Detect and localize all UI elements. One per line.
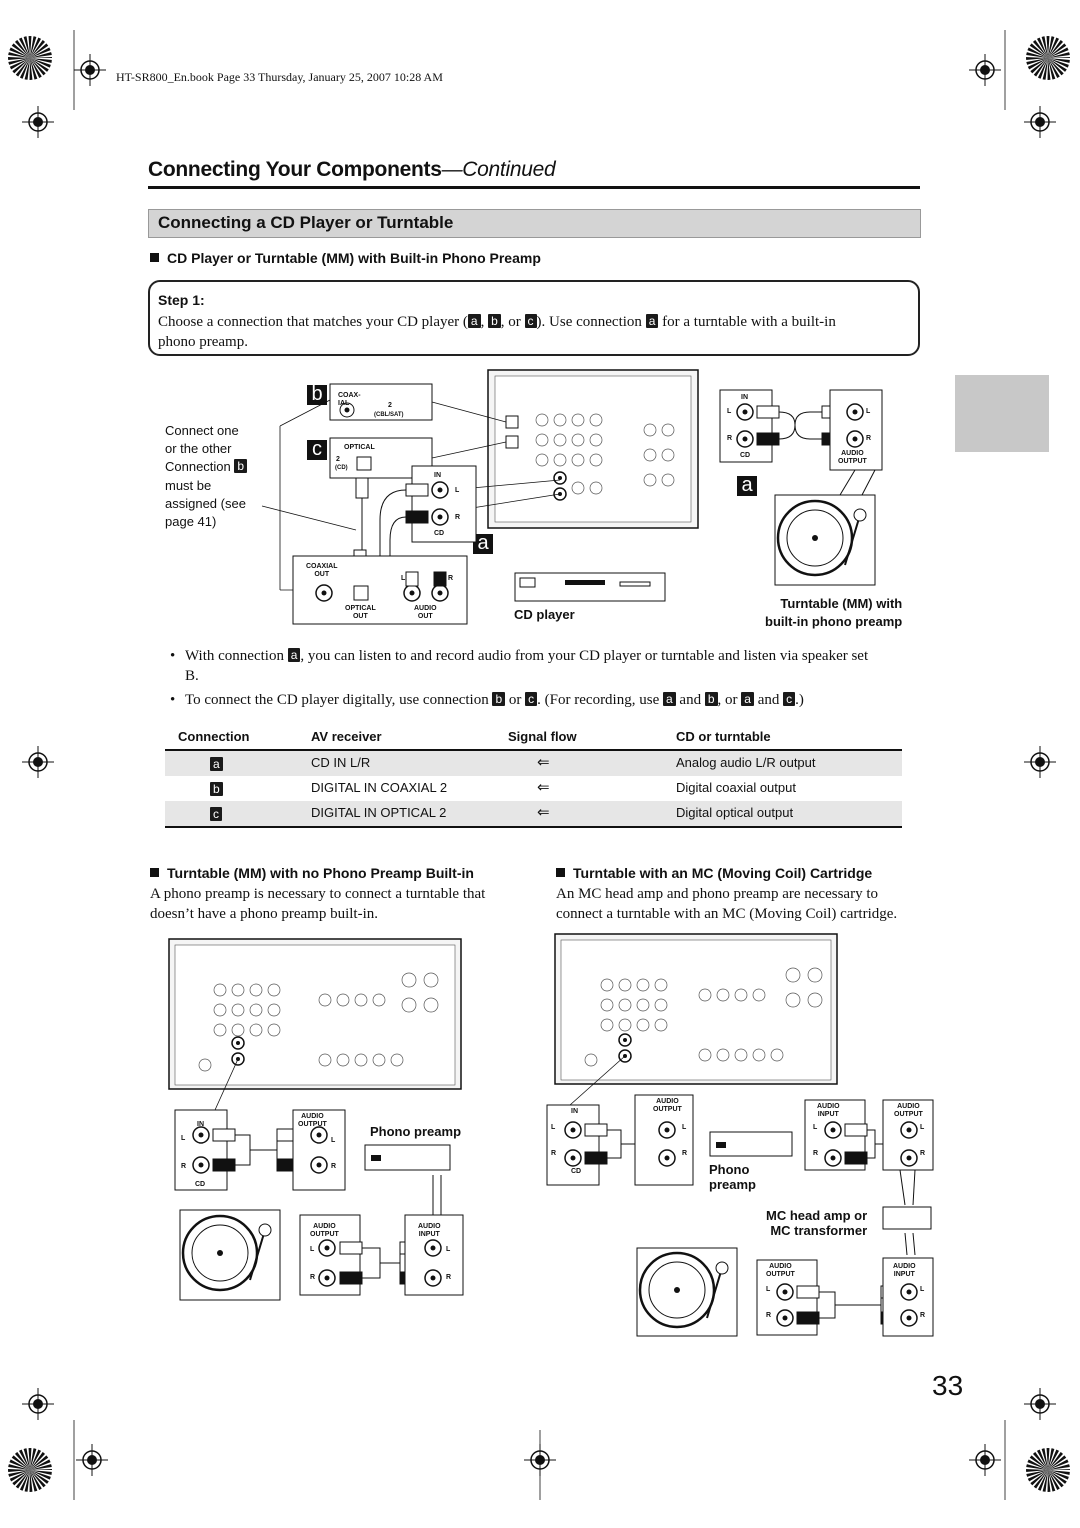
receiver-in-label: IN bbox=[741, 394, 748, 401]
connection-table: Connection AV receiver Signal flow CD or… bbox=[165, 729, 902, 828]
mc-head-amp-label: MC head amp or MC transformer bbox=[766, 1208, 868, 1238]
table-header: Connection AV receiver Signal flow CD or… bbox=[165, 729, 902, 749]
mc-text: An MC head amp and phono preamp are nece… bbox=[556, 886, 898, 922]
section-title: Connecting a CD Player or Turntable bbox=[158, 213, 454, 232]
optical-input-number: 2 bbox=[336, 456, 340, 463]
receiver-in-l: L bbox=[727, 408, 732, 415]
cd-in-r: R bbox=[455, 514, 461, 521]
right-preamp-l: L bbox=[682, 1124, 687, 1131]
left-preamp-l: L bbox=[331, 1137, 336, 1144]
left-in-label: IN bbox=[197, 1121, 204, 1128]
chapter-title: Connecting Your Components—Continued bbox=[148, 158, 556, 181]
right-phono-preamp-label: Phono preamp bbox=[709, 1162, 756, 1192]
label-c: c bbox=[307, 439, 327, 460]
mc-turntable-l: L bbox=[766, 1286, 771, 1293]
cd-in-label: IN bbox=[434, 472, 441, 479]
mc-input-r: R bbox=[920, 1312, 926, 1319]
header-connection: Connection bbox=[178, 729, 250, 744]
left-turntable-r: R bbox=[310, 1274, 316, 1281]
left-turntable-l: L bbox=[310, 1246, 315, 1253]
no-preamp-text: A phono preamp is necessary to connect a… bbox=[150, 886, 486, 922]
bullet-1: • With connection a, you can listen to a… bbox=[170, 648, 869, 684]
subsection-heading-mc: Turntable with an MC (Moving Coil) Cartr… bbox=[556, 865, 872, 881]
audio-out-l: L bbox=[401, 575, 406, 582]
left-preamp-input-l: L bbox=[446, 1246, 451, 1253]
right-preamp-audio-output: AUDIO OUTPUT bbox=[653, 1098, 682, 1113]
left-turntable-audio-output: AUDIO OUTPUT bbox=[310, 1223, 339, 1238]
step-box: Step 1: Choose a connection that matches… bbox=[148, 280, 920, 356]
book-info: HT-SR800_En.book Page 33 Thursday, Janua… bbox=[116, 70, 443, 84]
coaxial-out-label: COAXIAL OUT bbox=[306, 563, 338, 578]
subsection-heading-no-preamp: Turntable (MM) with no Phono Preamp Buil… bbox=[150, 865, 474, 881]
right-in-r: R bbox=[551, 1150, 557, 1157]
right-in-label: IN bbox=[571, 1108, 578, 1115]
step-label: Step 1: bbox=[158, 292, 205, 308]
turntable-out-l: L bbox=[866, 408, 871, 415]
left-preamp-input-r: R bbox=[446, 1274, 452, 1281]
bullet-2: • To connect the CD player digitally, us… bbox=[170, 692, 804, 708]
phono-preamp-diagram bbox=[168, 938, 464, 1301]
cd-in-cd-label: CD bbox=[434, 530, 445, 537]
cd-player-label: CD player bbox=[514, 607, 575, 622]
turntable-out-r: R bbox=[866, 435, 872, 442]
right-in-l: L bbox=[551, 1124, 556, 1131]
header-rule bbox=[148, 186, 920, 189]
left-preamp-r: R bbox=[331, 1163, 337, 1170]
mc-input-l: L bbox=[920, 1286, 925, 1293]
right-preamp-audio-input: AUDIO INPUT bbox=[817, 1103, 840, 1118]
coaxial-input-label: COAX- IAL bbox=[338, 392, 361, 407]
coaxial-input-number: 2 bbox=[388, 402, 392, 409]
cd-in-l: L bbox=[455, 487, 460, 494]
side-tab bbox=[955, 375, 1049, 452]
left-preamp-audio-output: AUDIO OUTPUT bbox=[298, 1113, 327, 1128]
mc-turntable-r: R bbox=[766, 1312, 772, 1319]
optical-cd-label: (CD) bbox=[335, 465, 348, 471]
mc-audio-output: AUDIO OUTPUT bbox=[894, 1103, 923, 1118]
turntable-label: Turntable (MM) with built-in phono pream… bbox=[765, 596, 903, 629]
receiver-cd-label: CD bbox=[740, 452, 751, 459]
section-bar: Connecting a CD Player or Turntable bbox=[148, 209, 921, 238]
label-b: b bbox=[307, 384, 327, 405]
mc-out-l: L bbox=[920, 1124, 925, 1131]
header-cd-turntable: CD or turntable bbox=[676, 729, 771, 744]
right-preamp-input-r: R bbox=[813, 1150, 819, 1157]
label-a: a bbox=[473, 533, 493, 554]
optical-input-label: OPTICAL bbox=[344, 444, 375, 451]
table-row: b DIGITAL IN COAXIAL 2 ⇐ Digital coaxial… bbox=[165, 776, 902, 801]
table-row: a CD IN L/R ⇐ Analog audio L/R output bbox=[165, 751, 902, 776]
right-preamp-r: R bbox=[682, 1150, 688, 1157]
optical-out-label: OPTICAL OUT bbox=[345, 605, 376, 620]
registration-sunburst bbox=[8, 36, 52, 80]
mc-turntable-audio-output: AUDIO OUTPUT bbox=[766, 1263, 795, 1278]
mc-cartridge-diagram bbox=[546, 933, 934, 1337]
connect-note: Connect one or the other Connection b mu… bbox=[165, 423, 248, 530]
left-preamp-audio-input: AUDIO INPUT bbox=[418, 1223, 441, 1238]
left-in-cd: CD bbox=[195, 1181, 206, 1188]
cd-connection-diagram bbox=[261, 369, 883, 625]
mc-audio-input: AUDIO INPUT bbox=[893, 1263, 916, 1278]
page-number: 33 bbox=[932, 1370, 964, 1401]
mc-out-r: R bbox=[920, 1150, 926, 1157]
audio-out-r: R bbox=[448, 575, 454, 582]
cbl-sat-label: (CBL/SAT) bbox=[374, 412, 404, 418]
phono-preamp-label: Phono preamp bbox=[370, 1124, 462, 1139]
receiver-in-r: R bbox=[727, 435, 733, 442]
subsection-heading-builtin: CD Player or Turntable (MM) with Built-i… bbox=[150, 250, 541, 266]
table-row: c DIGITAL IN OPTICAL 2 ⇐ Digital optical… bbox=[165, 801, 902, 826]
left-in-r: R bbox=[181, 1163, 187, 1170]
right-preamp-input-l: L bbox=[813, 1124, 818, 1131]
left-in-l: L bbox=[181, 1135, 186, 1142]
header-av-receiver: AV receiver bbox=[311, 729, 382, 744]
right-in-cd: CD bbox=[571, 1168, 582, 1175]
turntable-audio-output-label: AUDIO OUTPUT bbox=[838, 450, 867, 465]
label-a-turntable: a bbox=[737, 475, 757, 496]
header-signal-flow: Signal flow bbox=[508, 729, 577, 744]
step-text: Choose a connection that matches your CD… bbox=[158, 314, 836, 350]
audio-out-label: AUDIO OUT bbox=[414, 605, 437, 620]
